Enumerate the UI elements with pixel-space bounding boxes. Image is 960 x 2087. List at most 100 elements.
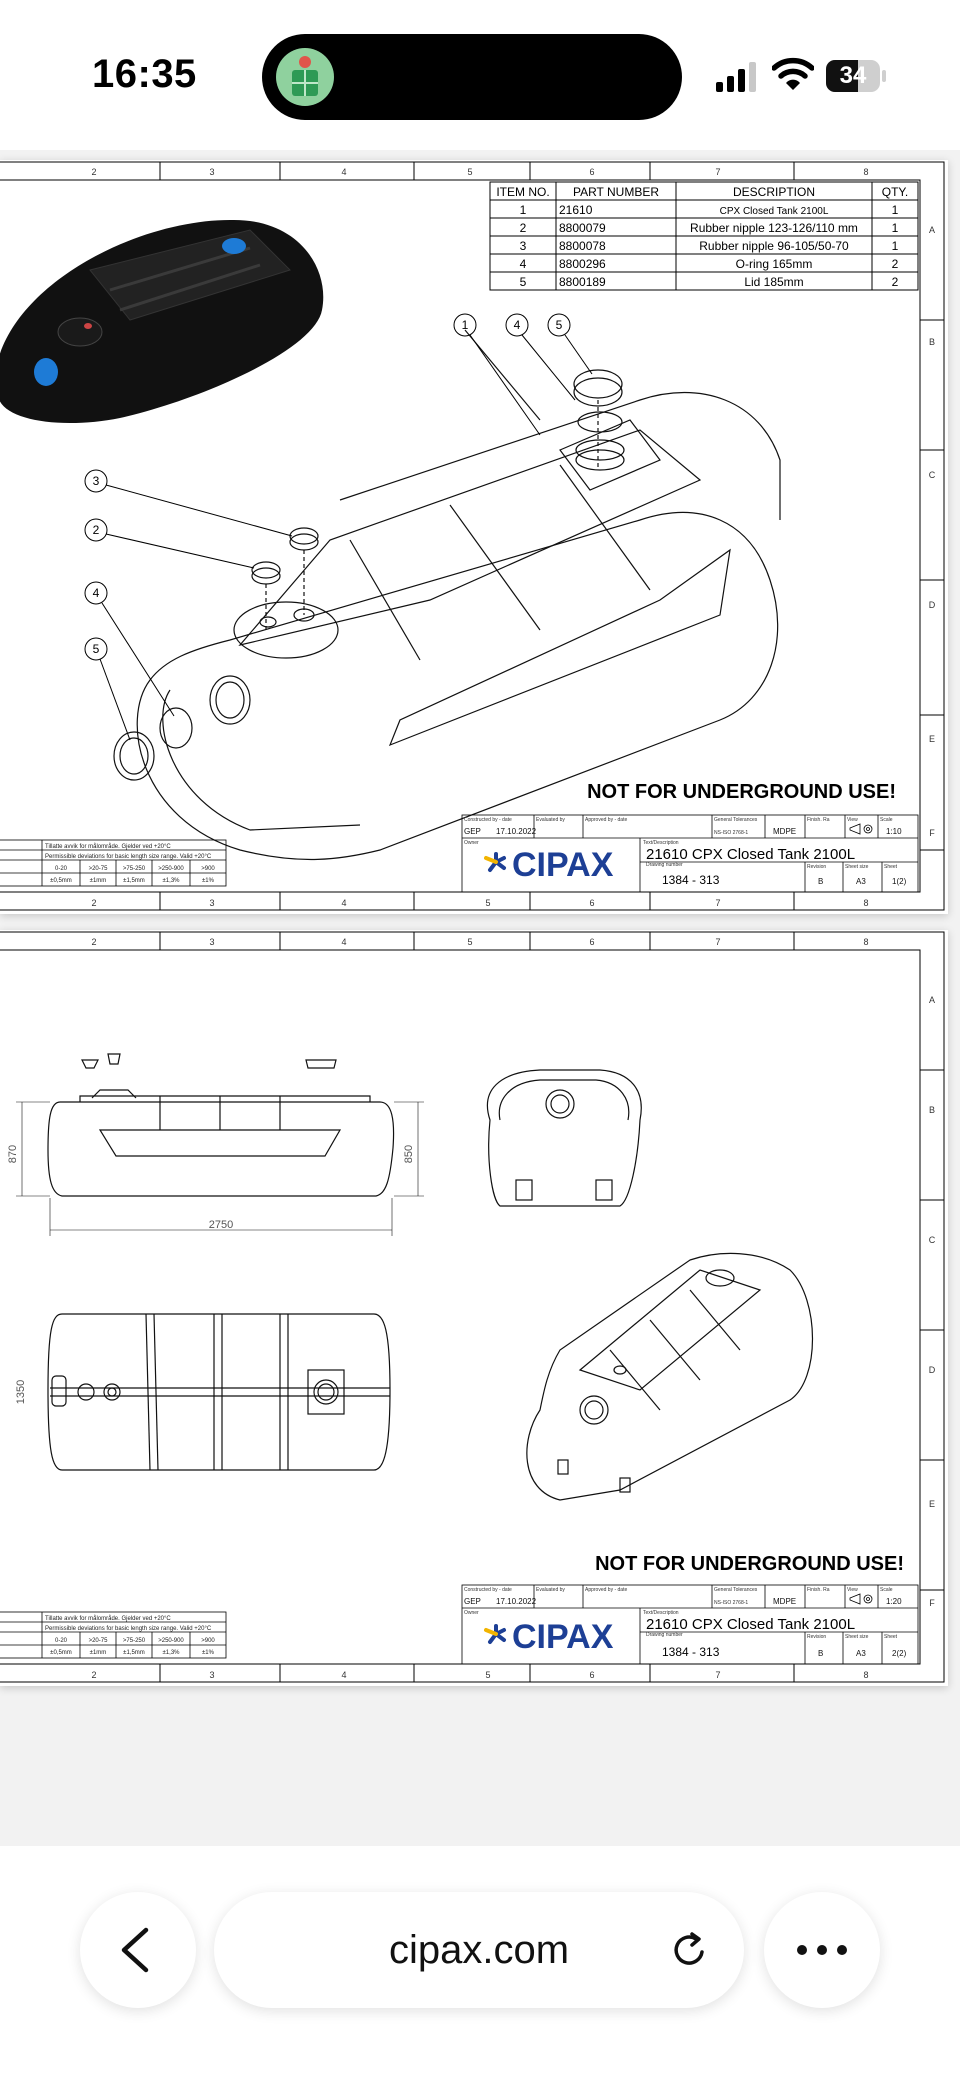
- cipax-logo: CIPAX: [484, 846, 614, 884]
- tolerance-subtitle: Permissible deviations for basic length …: [45, 854, 212, 860]
- column-label: 6: [589, 898, 594, 908]
- bom-header: QTY.: [882, 185, 908, 199]
- dimension-height-right: 850: [403, 1145, 415, 1163]
- title-block-label: Revision: [807, 1634, 826, 1640]
- title-block-label: Scale: [880, 817, 893, 823]
- bom-header: PART NUMBER: [573, 185, 659, 199]
- bom-cell: 4: [520, 257, 527, 271]
- column-label: 8: [863, 898, 868, 908]
- balloon-label: 1: [462, 318, 469, 332]
- tolerance-range: >75-250: [123, 1638, 146, 1644]
- bom-cell: 1: [520, 203, 527, 217]
- column-label: 4: [341, 167, 346, 177]
- title-block-label: Sheet size: [845, 1634, 869, 1640]
- address-bar[interactable]: cipax.com: [214, 1892, 744, 2008]
- tolerance-value: ±1,5mm: [123, 878, 145, 884]
- tolerance-range: >900: [201, 866, 215, 872]
- ellipsis-icon: [797, 1945, 847, 1955]
- column-label: 2: [91, 167, 96, 177]
- scale-value: 1:10: [886, 827, 902, 836]
- bill-of-materials-table: ITEM NO. PART NUMBER DESCRIPTION QTY. 1 …: [489, 181, 919, 291]
- tolerance-table: Tillatte avvik for målområde. Gjelder ve…: [0, 839, 227, 887]
- row-label: F: [929, 828, 935, 838]
- tolerance-value: ±1,3%: [163, 878, 181, 884]
- sheet-size-value: A3: [856, 1649, 866, 1658]
- title-block-label: Finish. Ra: [807, 1587, 830, 1593]
- column-label: 8: [863, 1670, 868, 1680]
- bom-cell: 8800078: [559, 239, 606, 253]
- back-button[interactable]: [80, 1892, 196, 2008]
- battery-tip: [882, 70, 886, 82]
- title-block-label: Owner: [464, 1610, 479, 1616]
- bom-cell: 2: [520, 221, 527, 235]
- reload-icon[interactable]: [666, 1926, 714, 1974]
- dynamic-island[interactable]: [262, 34, 682, 120]
- title-block: Constructed by - date Evaluated by Appro…: [461, 814, 919, 893]
- url-text[interactable]: cipax.com: [388, 1928, 570, 1972]
- bom-cell: CPX Closed Tank 2100L: [720, 206, 829, 217]
- column-label: 4: [341, 898, 346, 908]
- dimension-height-left: 870: [7, 1145, 19, 1163]
- title-block-label: Constructed by - date: [464, 817, 512, 823]
- column-label: 3: [209, 167, 214, 177]
- tolerance-range: >75-250: [123, 866, 146, 872]
- tolerance-value: ±0,5mm: [50, 1650, 72, 1656]
- column-label: 2: [91, 937, 96, 947]
- part-balloons: [84, 313, 593, 741]
- balloon-label: 3: [93, 474, 100, 488]
- row-label: B: [929, 337, 935, 347]
- tolerance-value: ±1mm: [90, 1650, 107, 1656]
- column-label: 2: [91, 1670, 96, 1680]
- column-label: 6: [589, 1670, 594, 1680]
- dimension-width: 1350: [15, 1380, 27, 1404]
- tolerance-range: >20-75: [89, 1638, 109, 1644]
- column-label: 3: [209, 1670, 214, 1680]
- column-label: 3: [209, 898, 214, 908]
- drawing-date: 17.10.2022: [496, 827, 537, 836]
- sheet-number: 2(2): [892, 1649, 907, 1658]
- app-activity-icon: [276, 48, 334, 106]
- bom-cell: 1: [892, 221, 899, 235]
- tank-front-view: [16, 1053, 424, 1236]
- bom-cell: 1: [892, 203, 899, 217]
- title-block-label: Drawing number: [646, 862, 683, 868]
- column-label: 7: [715, 937, 720, 947]
- bom-cell: 8800296: [559, 257, 606, 271]
- bom-cell: O-ring 165mm: [736, 257, 813, 271]
- status-time: 16:35: [92, 52, 197, 96]
- row-label: D: [929, 600, 936, 610]
- tolerance-value: ±1%: [202, 1650, 215, 1656]
- column-label: 2: [91, 898, 96, 908]
- column-label: 7: [715, 167, 720, 177]
- tank-top-view: [47, 1313, 391, 1471]
- title-block-label: View: [847, 817, 858, 823]
- drawing-number: 1384 - 313: [662, 873, 720, 887]
- material: MDPE: [773, 1597, 796, 1606]
- tank-isometric-view: [526, 1252, 813, 1501]
- bom-cell: Rubber nipple 96-105/50-70: [699, 239, 849, 253]
- drawing-date: 17.10.2022: [496, 1597, 537, 1606]
- bom-cell: Rubber nipple 123-126/110 mm: [690, 221, 858, 235]
- drawing-sheet-2[interactable]: 2 3 4 5 6 7 8 2 3 4 5 6 7 8 A B C D E F: [0, 930, 948, 1686]
- row-label: A: [929, 995, 935, 1005]
- column-label: 5: [467, 167, 472, 177]
- title-block-value: NS-ISO 2768-1: [714, 1600, 748, 1606]
- drawing-title: 21610 CPX Closed Tank 2100L: [646, 1616, 855, 1633]
- tolerance-title: Tillatte avvik for målområde. Gjelder ve…: [45, 843, 171, 850]
- bom-header: DESCRIPTION: [733, 185, 815, 199]
- more-options-button[interactable]: [764, 1892, 880, 2008]
- material: MDPE: [773, 827, 796, 836]
- drawing-sheet-1[interactable]: 2 3 4 5 6 7 8 2 3 4 5 6 7 8 A B C D E F …: [0, 160, 948, 914]
- tolerance-table: Tillatte avvik for målområde. Gjelder ve…: [0, 1611, 227, 1659]
- bom-cell: 8800189: [559, 275, 606, 289]
- tank-exploded-view: [113, 329, 781, 861]
- dimension-length: 2750: [209, 1219, 233, 1231]
- row-label: C: [929, 1235, 936, 1245]
- title-block-label: Approved by - date: [585, 817, 627, 823]
- row-label: F: [929, 1598, 935, 1608]
- tolerance-range: >250-900: [158, 866, 184, 872]
- tolerance-range: 0-20: [55, 1638, 68, 1644]
- title-block-label: Evaluated by: [536, 1587, 565, 1593]
- tolerance-value: ±1,3%: [163, 1650, 181, 1656]
- row-label: C: [929, 470, 936, 480]
